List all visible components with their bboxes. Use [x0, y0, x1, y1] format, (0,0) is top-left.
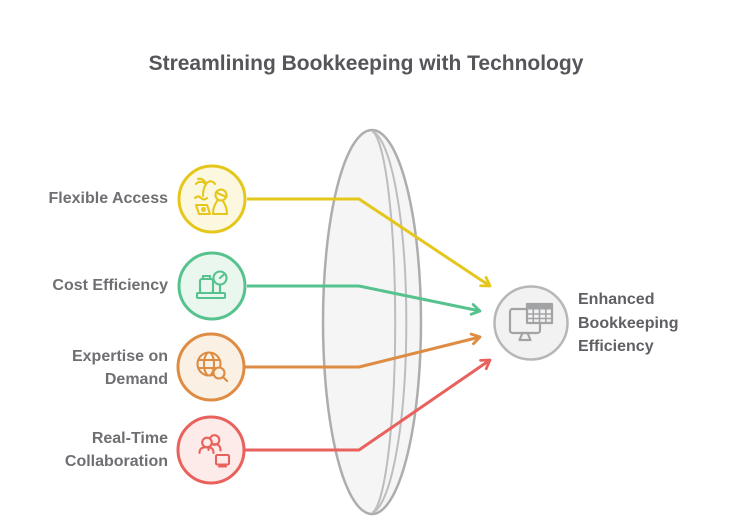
result-node	[493, 285, 569, 361]
item-label-expertise-on-demand: Expertise on Demand	[71, 348, 168, 388]
arrow-cost-efficiency	[247, 284, 482, 316]
page-title: Streamlining Bookkeeping with Technology	[148, 52, 584, 75]
item-circle	[176, 415, 246, 485]
item-circle	[177, 164, 247, 234]
monitor-spreadsheet-icon	[508, 302, 554, 342]
lens-inner-arc	[371, 130, 408, 514]
item-label-cost-efficiency: Cost Efficiency	[52, 277, 168, 294]
arrow-realtime-collaboration	[245, 358, 492, 452]
beach-remote-work-icon	[193, 177, 229, 216]
arrow-expertise-on-demand	[245, 332, 482, 369]
item-cost-efficiency	[177, 251, 247, 321]
item-flexible-access	[177, 164, 247, 234]
team-collaboration-icon	[198, 434, 231, 468]
item-label-realtime-collaboration: Real-Time Collaboration	[64, 430, 168, 470]
arrow-flexible-access	[247, 197, 492, 288]
item-expertise-on-demand	[176, 332, 246, 402]
luggage-scale-icon	[195, 270, 228, 300]
item-label-flexible-access: Flexible Access	[48, 190, 168, 207]
globe-search-icon	[196, 351, 229, 383]
lens-outline	[321, 128, 423, 516]
item-realtime-collaboration	[176, 415, 246, 485]
result-label: Enhanced Bookkeeping Efficiency	[578, 291, 679, 355]
lens-inner-arc	[371, 130, 397, 514]
lens-shape	[321, 128, 423, 516]
